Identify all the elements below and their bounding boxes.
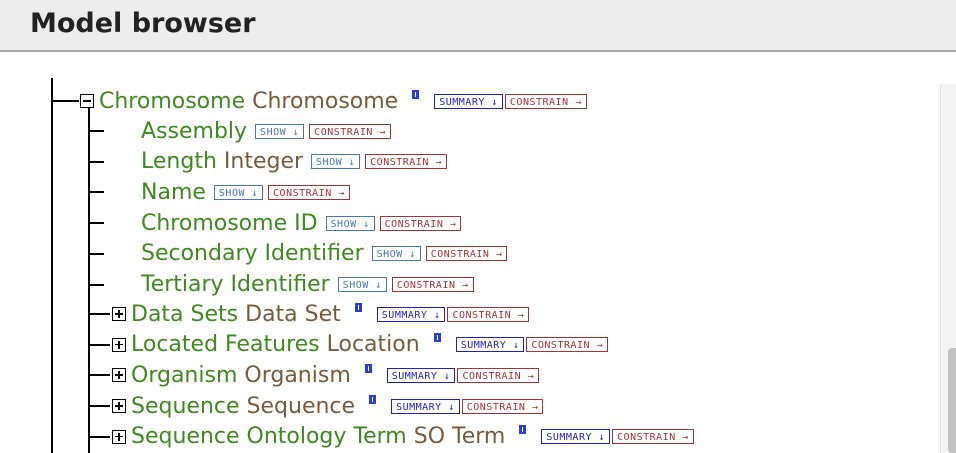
model-tree: Chromosome Chromosome SUMMARY ↓ CONSTRAI…	[0, 54, 940, 453]
plus-box-icon[interactable]	[112, 399, 126, 414]
show-button[interactable]: SHOW ↓	[337, 277, 387, 292]
tree-connector	[88, 374, 110, 377]
constrain-button[interactable]: CONSTRAIN →	[365, 154, 447, 170]
constrain-button[interactable]: CONSTRAIN →	[526, 337, 609, 353]
info-icon[interactable]	[354, 302, 362, 312]
field-name[interactable]: Length	[141, 149, 217, 175]
page-title: Model browser	[30, 8, 256, 39]
plus-box-icon[interactable]	[112, 368, 126, 383]
tree-line-root	[51, 78, 53, 453]
field-name[interactable]: Chromosome	[99, 88, 246, 114]
field-name[interactable]: Sequence Ontology Term	[131, 424, 407, 450]
summary-button[interactable]: SUMMARY ↓	[541, 429, 611, 445]
field-name[interactable]: Secondary Identifier	[141, 241, 364, 267]
tree-connector	[51, 100, 79, 102]
constrain-button[interactable]: CONSTRAIN →	[461, 398, 544, 414]
field-type: Sequence	[246, 393, 356, 419]
field-type: Data Set	[245, 301, 341, 327]
minus-box-icon[interactable]	[80, 94, 94, 108]
tree-connector	[88, 130, 104, 132]
constrain-button[interactable]: CONSTRAIN →	[447, 306, 530, 322]
summary-button[interactable]: SUMMARY ↓	[386, 367, 456, 383]
field-type: Chromosome	[252, 88, 399, 114]
plus-box-icon[interactable]	[112, 429, 126, 444]
summary-button[interactable]: SUMMARY ↓	[434, 93, 503, 109]
tree-connector	[88, 435, 110, 438]
tree-connector	[88, 343, 110, 346]
constrain-button[interactable]: CONSTRAIN →	[504, 93, 587, 109]
tree-row-root: Chromosome Chromosome SUMMARY ↓ CONSTRAI…	[80, 86, 587, 116]
show-button[interactable]: SHOW ↓	[371, 246, 421, 262]
constrain-button[interactable]: CONSTRAIN →	[612, 429, 694, 445]
constrain-button[interactable]: CONSTRAIN →	[379, 215, 462, 231]
tree-row-attribute: Assembly SHOW ↓CONSTRAIN →	[141, 116, 391, 146]
constrain-button[interactable]: CONSTRAIN →	[268, 184, 350, 200]
plus-box-icon[interactable]	[112, 337, 126, 352]
field-type: Organism	[244, 362, 351, 388]
summary-button[interactable]: SUMMARY ↓	[391, 398, 460, 414]
tree-connector	[88, 160, 104, 163]
tree-connector	[88, 313, 110, 315]
field-name[interactable]: Sequence	[131, 393, 240, 419]
tree-connector	[88, 252, 104, 255]
summary-button[interactable]: SUMMARY ↓	[455, 337, 525, 353]
field-type: SO Term	[413, 424, 506, 450]
info-icon[interactable]	[433, 333, 441, 343]
field-type: Integer	[223, 149, 304, 175]
scrollbar-thumb[interactable]	[948, 348, 956, 453]
tree-row-attribute: Secondary Identifier SHOW ↓CONSTRAIN →	[141, 239, 508, 269]
header-bar: Model browser	[0, 0, 956, 52]
tree-line-children	[88, 106, 90, 453]
tree-row-attribute: Chromosome ID SHOW ↓CONSTRAIN →	[141, 208, 462, 238]
constrain-button[interactable]: CONSTRAIN →	[457, 367, 540, 383]
show-button[interactable]: SHOW ↓	[213, 184, 264, 200]
constrain-button[interactable]: CONSTRAIN →	[309, 123, 391, 139]
show-button[interactable]: SHOW ↓	[255, 123, 305, 139]
field-name[interactable]: Organism	[131, 362, 238, 388]
info-icon[interactable]	[364, 363, 372, 373]
tree-connector	[88, 191, 104, 194]
field-name[interactable]: Chromosome ID	[141, 210, 318, 236]
field-type: Location	[326, 332, 420, 358]
plus-box-icon[interactable]	[112, 307, 126, 321]
info-icon[interactable]	[412, 89, 420, 99]
show-button[interactable]: SHOW ↓	[325, 215, 375, 231]
tree-row-attribute: Tertiary Identifier SHOW ↓ CONSTRAIN →	[141, 270, 474, 300]
tree-connector	[88, 283, 104, 286]
field-name[interactable]: Name	[141, 179, 206, 205]
info-icon[interactable]	[369, 394, 377, 404]
field-name[interactable]: Located Features	[131, 332, 320, 358]
tree-connector	[88, 405, 110, 408]
tree-connector	[88, 222, 104, 225]
tree-row-attribute: Name SHOW ↓CONSTRAIN →	[141, 177, 350, 207]
summary-button[interactable]: SUMMARY ↓	[376, 306, 446, 322]
field-name[interactable]: Data Sets	[131, 301, 239, 327]
show-button[interactable]: SHOW ↓	[311, 154, 361, 170]
field-name[interactable]: Assembly	[141, 118, 248, 144]
constrain-button[interactable]: CONSTRAIN →	[425, 246, 508, 262]
constrain-button[interactable]: CONSTRAIN →	[391, 277, 474, 292]
info-icon[interactable]	[519, 425, 527, 435]
field-name[interactable]: Tertiary Identifier	[141, 272, 330, 297]
